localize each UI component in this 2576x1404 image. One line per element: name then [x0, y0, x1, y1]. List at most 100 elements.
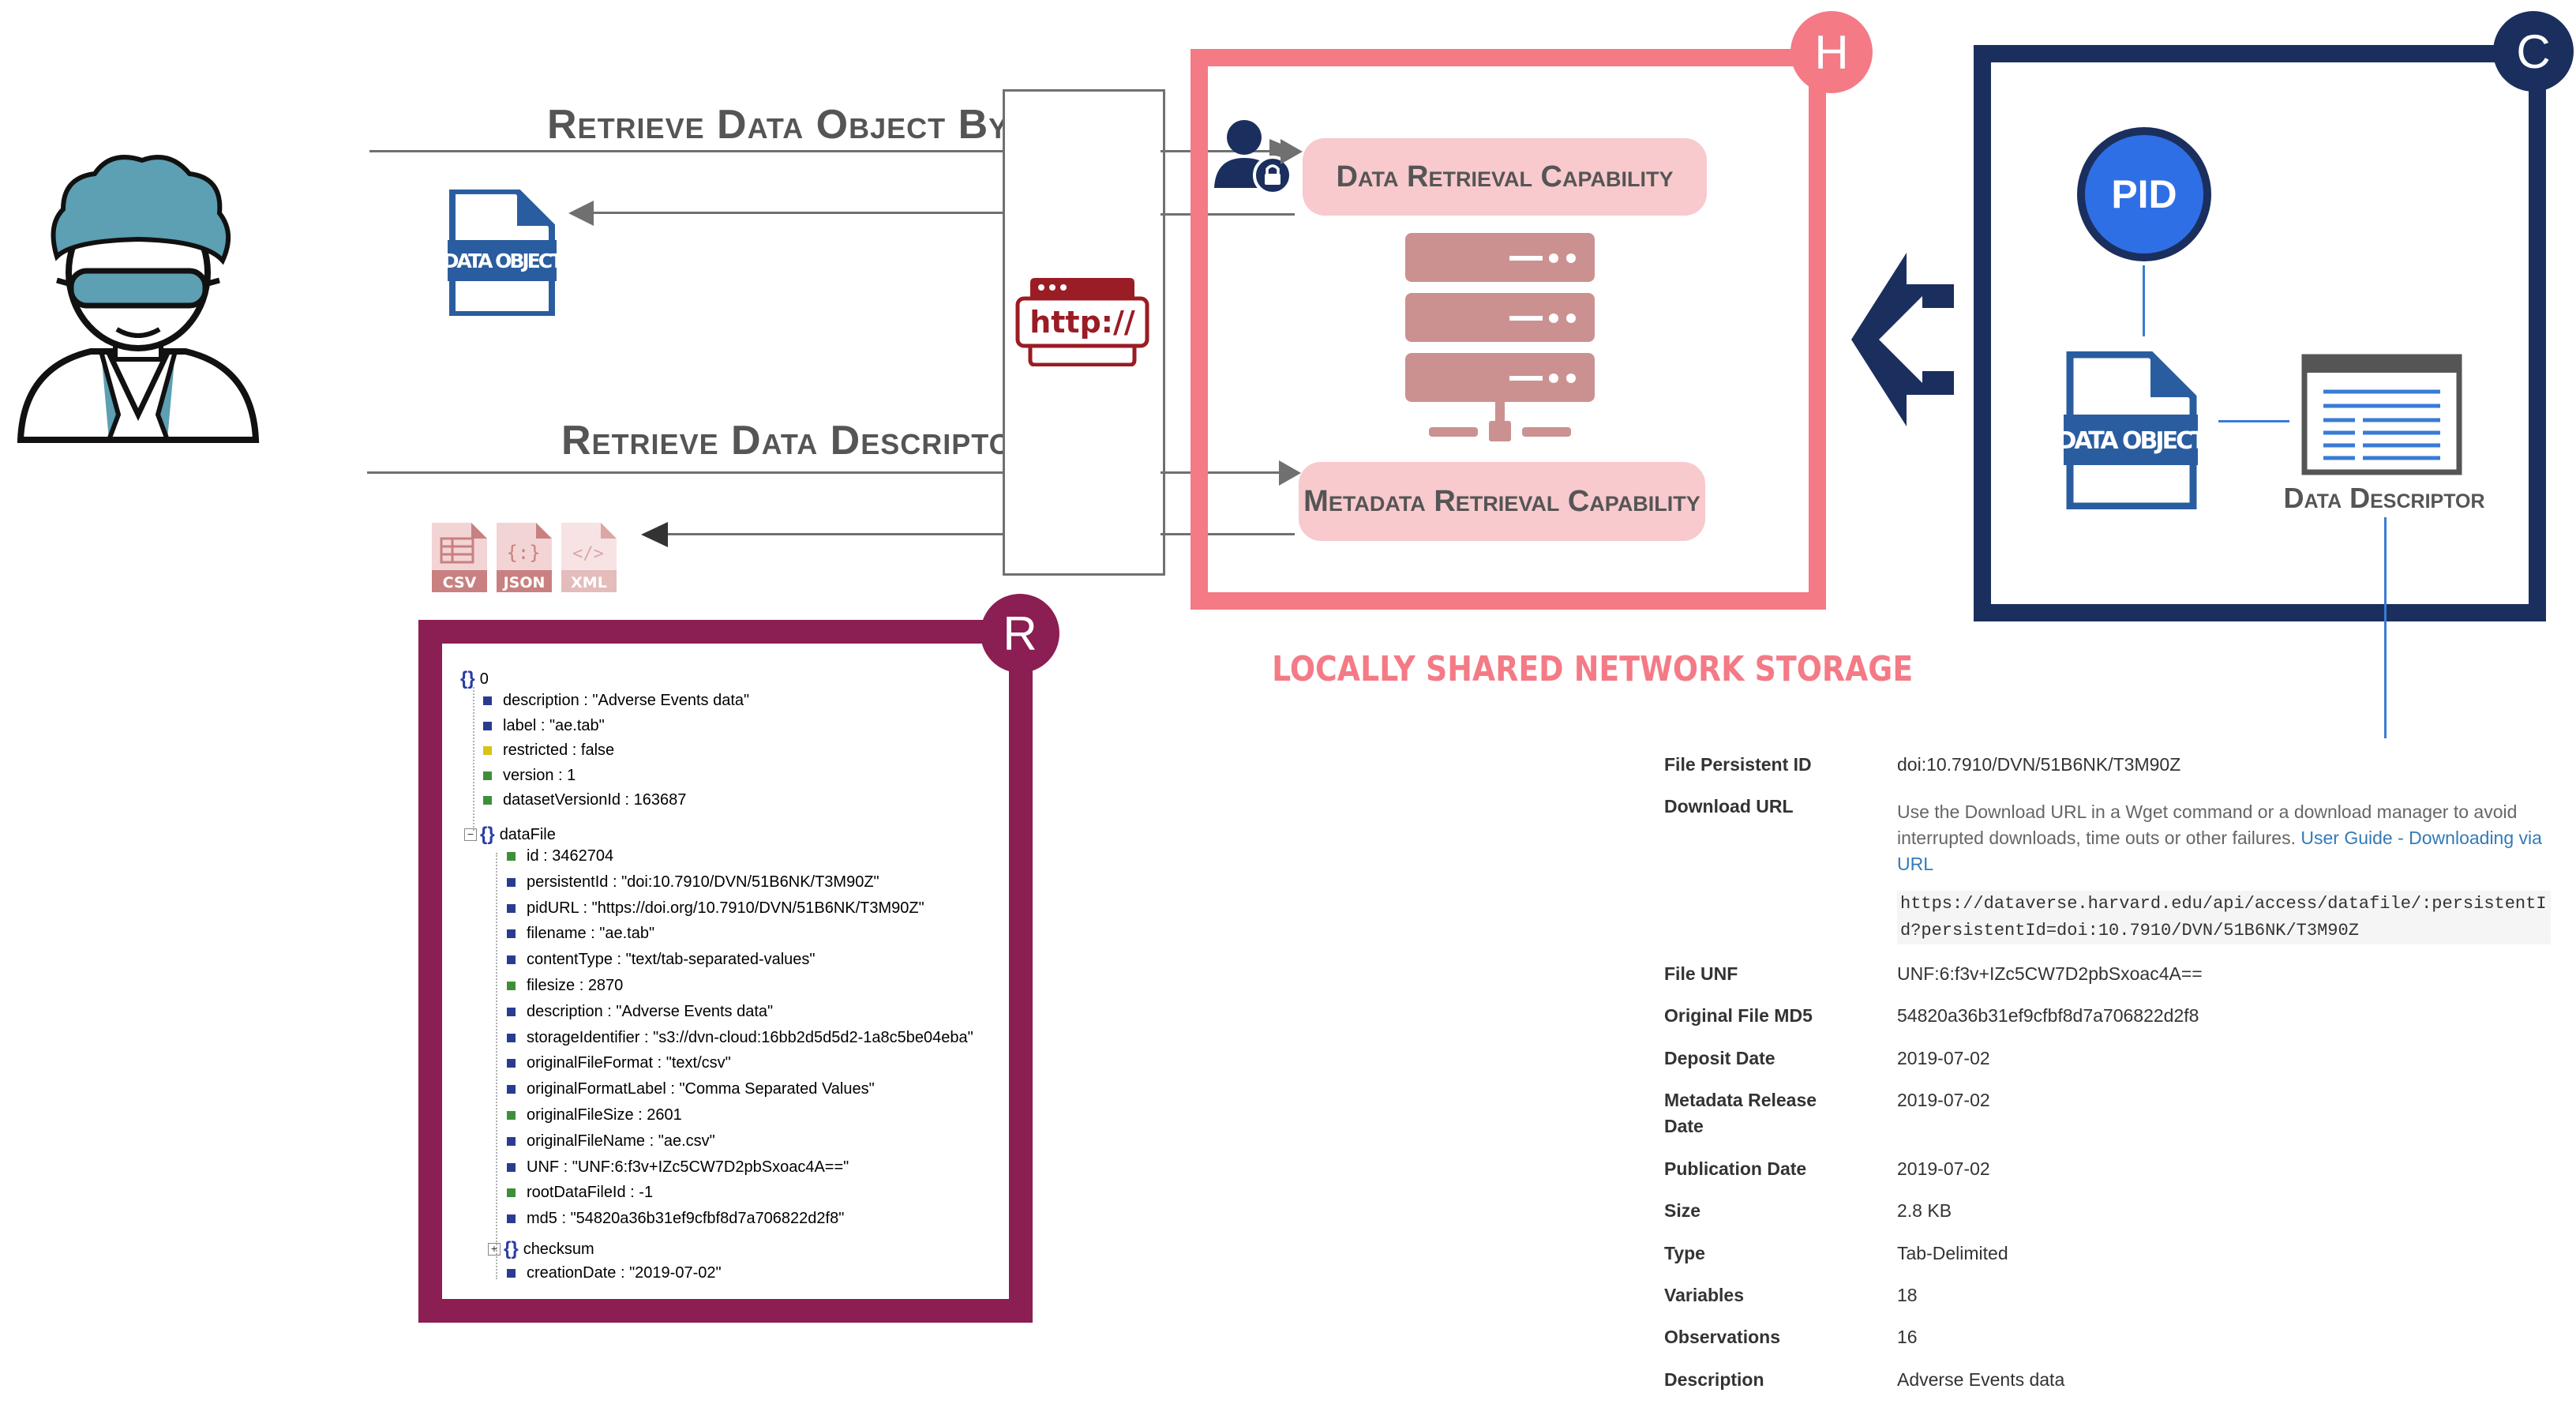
storage-caption: LOCALLY SHARED NETWORK STORAGE [1272, 649, 1914, 689]
svg-text:CSV: CSV [443, 574, 477, 591]
meta-observations-value: 16 [1897, 1327, 1918, 1347]
json-value: "ae.csv" [658, 1132, 715, 1150]
descriptor-to-metadata-connector [2384, 517, 2387, 738]
meta-deposit-label: Deposit Date [1664, 1048, 1775, 1068]
value-type-icon [507, 982, 516, 990]
json-key: restricted [503, 741, 581, 760]
json-property-row: md5"54820a36b31ef9cfbf8d7a706822d2f8" [507, 1210, 844, 1228]
value-type-icon [483, 746, 492, 756]
json-value: "54820a36b31ef9cfbf8d7a706822d2f8" [570, 1210, 845, 1228]
value-type-icon [507, 1007, 516, 1016]
json-value: "Adverse Events data" [616, 1002, 774, 1020]
expand-plus-icon[interactable]: + [488, 1243, 501, 1256]
data-descriptor-icon [2301, 354, 2462, 475]
data-descriptor-label: Data Descriptor [2283, 482, 2485, 514]
value-type-icon [507, 1188, 516, 1198]
request-data-arrowhead [1281, 139, 1303, 164]
download-url-code[interactable]: https://dataverse.harvard.edu/api/access… [1897, 891, 2551, 944]
svg-text:PID: PID [2111, 172, 2177, 216]
json-key: pidURL [527, 899, 592, 918]
request-descriptor-line [367, 471, 1271, 474]
object-brace-icon: {} [480, 824, 495, 845]
json-value: "ae.tab" [599, 925, 655, 943]
json-property-row: originalFormatLabel"Comma Separated Valu… [507, 1080, 875, 1098]
data-capability-return-line [1161, 213, 1295, 216]
svg-text:</>: </> [572, 544, 604, 564]
json-property-row: version1 [483, 767, 576, 785]
json-key: originalFormatLabel [527, 1080, 679, 1098]
meta-publication-label: Publication Date [1664, 1158, 1807, 1179]
meta-publication-value: 2019-07-02 [1897, 1158, 1990, 1179]
json-key: originalFileFormat [527, 1054, 666, 1072]
meta-description-value: Adverse Events data [1897, 1369, 2065, 1390]
retrieve-descriptor-label: Retrieve Data Descriptor [561, 418, 1033, 464]
value-type-icon [483, 796, 492, 805]
meta-md5-label: Original File MD5 [1664, 1005, 1813, 1026]
object-to-descriptor-connector [2218, 420, 2289, 422]
json-property-row: originalFileSize2601 [507, 1106, 682, 1124]
json-property-row: label"ae.tab" [483, 717, 605, 735]
response-descriptor-line [667, 533, 1271, 535]
json-key: description [527, 1003, 616, 1021]
json-value: 2870 [587, 977, 624, 994]
string-type-icon [507, 1269, 516, 1278]
json-property-row: description"Adverse Events data" [483, 692, 749, 710]
json-datafile-node[interactable]: − {} dataFile [464, 824, 556, 846]
value-type-icon [507, 955, 516, 965]
server-stack-icon [1405, 233, 1595, 441]
user-guide-link[interactable]: User Guide - Downloading via URL [1897, 828, 2542, 874]
value-type-icon [507, 1033, 516, 1042]
value-type-icon [507, 929, 516, 939]
value-type-icon [483, 771, 492, 780]
value-type-icon [507, 877, 516, 887]
svg-text:http://: http:// [1029, 305, 1135, 340]
user-lock-icon [1214, 120, 1292, 194]
meta-observations-label: Observations [1664, 1327, 1780, 1347]
collapse-minus-icon[interactable]: − [464, 828, 477, 841]
meta-unf-value: UNF:6:f3v+IZc5CW7D2pbSxoac4A== [1897, 963, 2203, 984]
json-value: "s3://dvn-cloud:16bb2d5d5d2-1a8c5be04eba… [653, 1028, 973, 1046]
json-checksum-label: checksum [523, 1240, 594, 1258]
object-brace-icon: {} [504, 1238, 519, 1259]
json-property-row: restrictedfalse [483, 741, 614, 760]
value-type-icon [507, 1085, 516, 1094]
meta-download-help: Use the Download URL in a Wget command o… [1897, 799, 2568, 877]
value-type-icon [507, 852, 516, 861]
meta-file-pid-label: File Persistent ID [1664, 754, 1812, 775]
json-key: originalFileSize [527, 1106, 647, 1124]
value-type-icon [507, 1111, 516, 1120]
json-root-node[interactable]: {} 0 [460, 668, 489, 690]
json-checksum-node[interactable]: + {} checksum [488, 1238, 594, 1260]
value-type-icon [507, 1059, 516, 1068]
request-metadata-arrowhead [1279, 460, 1301, 486]
json-value: "ae.tab" [549, 716, 605, 734]
meta-variables-value: 18 [1897, 1285, 1918, 1305]
json-key: datasetVersionId [503, 791, 634, 809]
meta-release-label: Metadata Release Date [1664, 1090, 1817, 1136]
meta-size-value: 2.8 KB [1897, 1200, 1952, 1221]
json-value: false [580, 741, 615, 760]
metadata-return-line [1161, 533, 1295, 535]
svg-text:XML: XML [571, 574, 607, 591]
gateway-to-data-capability-line [1161, 150, 1295, 152]
json-property-row: originalFileName"ae.csv" [507, 1132, 715, 1151]
repository-frame [1974, 45, 2546, 621]
meta-md5-value: 54820a36b31ef9cfbf8d7a706822d2f8 [1897, 1005, 2199, 1026]
json-value: "doi:10.7910/DVN/51B6NK/T3M90Z" [621, 873, 879, 891]
meta-release-value: 2019-07-02 [1897, 1090, 1990, 1110]
json-file-icon: {:} JSON [497, 523, 552, 592]
value-type-icon [507, 903, 516, 913]
json-root-label: 0 [479, 670, 489, 688]
data-retrieval-capability: Data Retrieval Capability [1303, 138, 1707, 216]
json-key: contentType [527, 951, 626, 969]
tree-guide-root [473, 687, 474, 831]
researcher-icon [17, 155, 260, 443]
svg-text:DATA OBJECT: DATA OBJECT [2062, 427, 2200, 455]
json-key: UNF [527, 1158, 572, 1177]
http-icon: http:// [1015, 278, 1149, 366]
meta-deposit-value: 2019-07-02 [1897, 1048, 1990, 1068]
object-brace-icon: {} [460, 668, 475, 689]
json-property-row: filesize2870 [507, 977, 623, 995]
gateway-to-metadata-line [1161, 471, 1295, 474]
json-value: 163687 [633, 791, 687, 809]
